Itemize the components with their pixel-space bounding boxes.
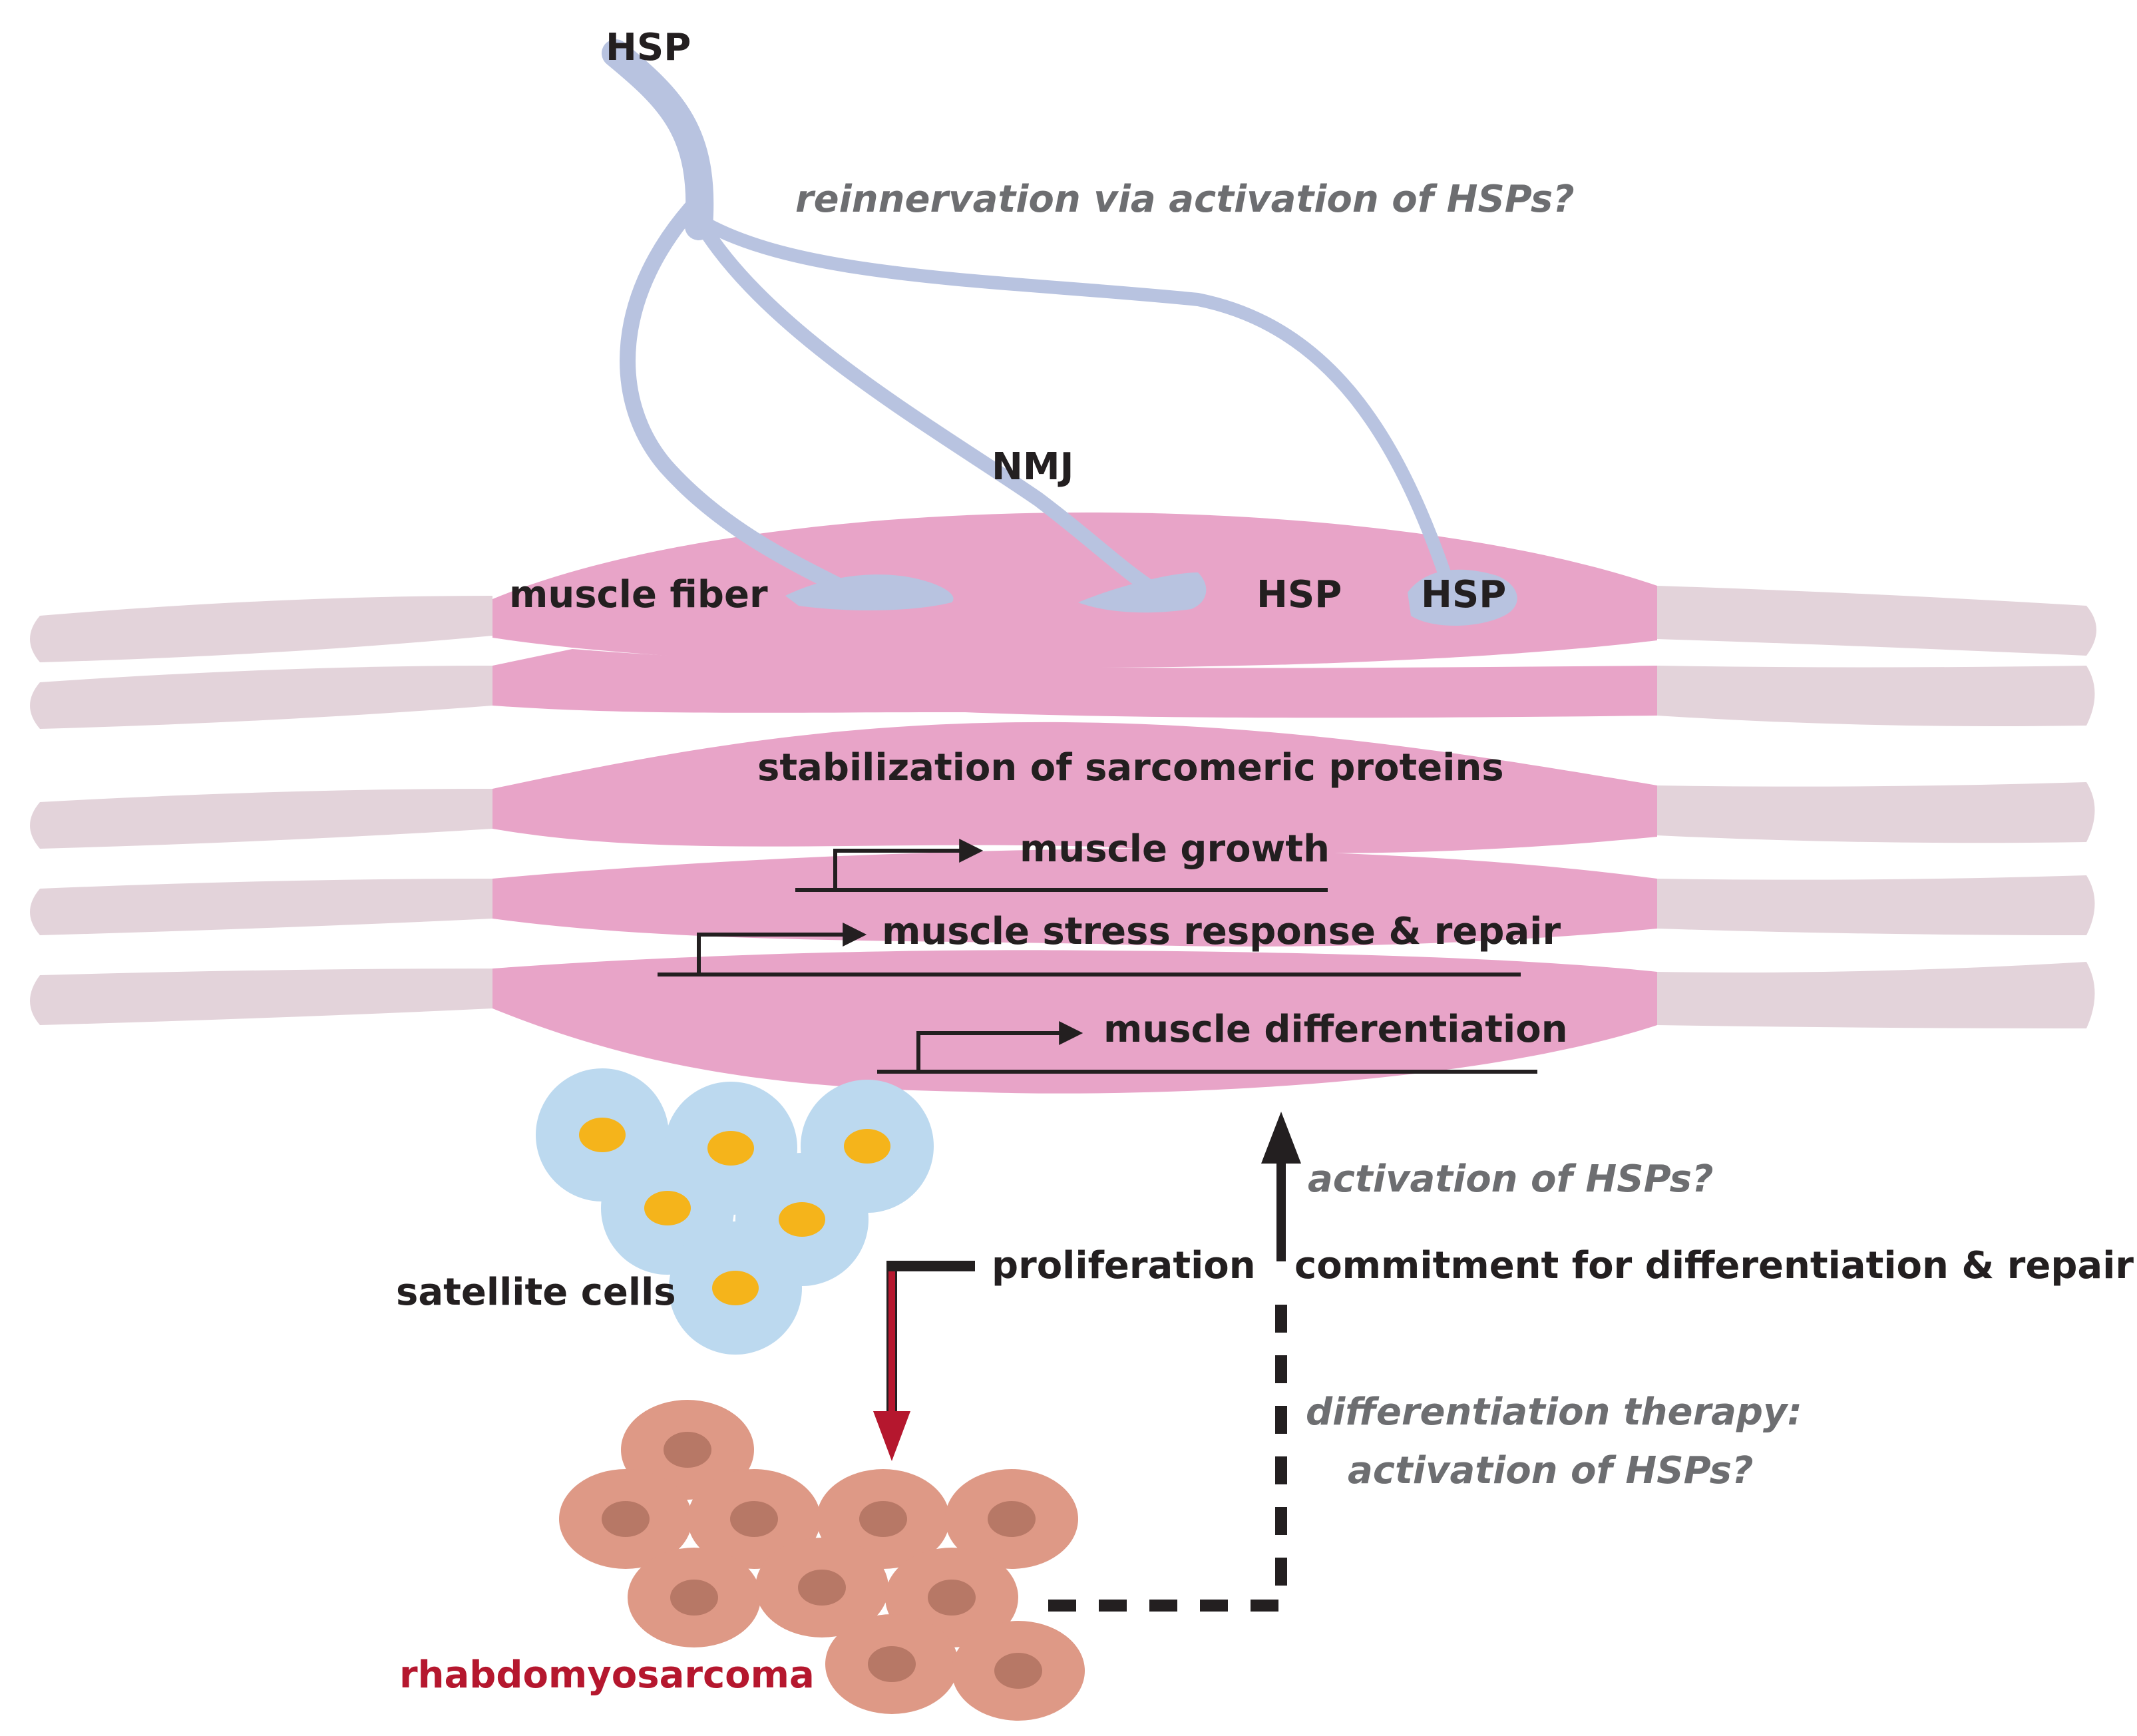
satellite-nucleus <box>779 1202 825 1237</box>
tumor-nucleus <box>859 1501 907 1537</box>
hsp-fiber-label-1: HSP <box>1257 573 1342 616</box>
hsp-fiber-label-2: HSP <box>1421 573 1506 616</box>
stress-response-label: muscle stress response & repair <box>882 910 1561 953</box>
therapy-dashed-path <box>1048 1285 1287 1612</box>
nmj-terminal-2 <box>1078 572 1207 613</box>
therapy-label-line2: activation of HSPs? <box>1348 1449 1753 1492</box>
muscle-fiber-label: muscle fiber <box>509 573 768 616</box>
muscle-fiber-4 <box>492 849 1657 947</box>
tendon-left-3 <box>30 789 492 849</box>
red-arrow-head <box>873 1411 910 1461</box>
satellite-cells <box>536 1068 934 1355</box>
tendon-right-2 <box>1657 666 2095 726</box>
nerve-branch-middle <box>691 212 1165 600</box>
tendon-right-4 <box>1657 875 2095 935</box>
hsp-top-label: HSP <box>606 26 691 69</box>
proliferation-bracket <box>886 1261 975 1411</box>
tumor-nucleus <box>988 1501 1036 1537</box>
satellite-nucleus <box>712 1271 759 1305</box>
nerve-branch-right <box>692 213 1451 579</box>
labels: HSP reinnervation via activation of HSPs… <box>396 26 2134 1697</box>
nmj-label: NMJ <box>992 445 1073 489</box>
muscle-fiber-2 <box>492 649 1657 718</box>
tumor-nucleus <box>730 1501 778 1537</box>
muscle-fiber-3 <box>492 722 1657 853</box>
commitment-label: commitment for differentiation & repair <box>1294 1244 2134 1287</box>
tumor-cells <box>559 1400 1085 1721</box>
differentiation-arrow <box>916 1021 1083 1072</box>
commitment-arrow-head <box>1261 1112 1301 1164</box>
tendons <box>30 586 2096 1028</box>
tendon-left-1 <box>30 596 492 662</box>
tumor-nucleus <box>798 1570 846 1606</box>
tendon-left-2 <box>30 666 492 729</box>
differentiation-label: muscle differentiation <box>1103 1008 1568 1051</box>
activation-hsps-label: activation of HSPs? <box>1308 1158 1713 1201</box>
muscle-growth-label: muscle growth <box>1020 827 1330 871</box>
tendon-left-5 <box>30 969 492 1025</box>
nmj-terminal-1 <box>785 574 954 610</box>
nerve-branch-left <box>620 192 853 597</box>
proliferation-connector <box>873 1261 975 1461</box>
tumor-nucleus <box>602 1501 650 1537</box>
reinnervation-label: reinnervation via activation of HSPs? <box>795 178 1575 221</box>
satellite-nucleus <box>644 1191 691 1225</box>
tumor-nucleus <box>868 1646 916 1682</box>
nmj-terminals <box>785 569 1517 626</box>
nerve-trunk <box>602 39 714 240</box>
tumor-nucleus <box>664 1432 711 1468</box>
growth-arrow <box>833 839 984 890</box>
rhabdomyosarcoma-label: rhabdomyosarcoma <box>399 1653 815 1697</box>
proliferation-label: proliferation <box>992 1244 1256 1287</box>
satellite-nucleus <box>579 1118 626 1152</box>
commitment-connector <box>1048 1112 1301 1612</box>
gene-arrows <box>658 839 1537 1074</box>
stabilization-label: stabilization of sarcomeric proteins <box>757 746 1504 789</box>
nmj-terminal-3 <box>1408 569 1517 626</box>
tendon-right-5 <box>1657 962 2095 1028</box>
nerve <box>602 39 1451 600</box>
satellite-cells-label: satellite cells <box>396 1271 676 1314</box>
therapy-label-line1: differentiation therapy: <box>1306 1391 1802 1434</box>
stress-arrow <box>697 923 867 975</box>
tumor-nucleus <box>670 1580 718 1616</box>
tumor-nucleus <box>994 1653 1042 1689</box>
tumor-nucleus <box>928 1580 976 1616</box>
tendon-right-1 <box>1657 586 2096 656</box>
tendon-left-4 <box>30 879 492 935</box>
satellite-nucleus <box>707 1131 754 1166</box>
tendon-right-3 <box>1657 782 2095 843</box>
satellite-nucleus <box>844 1129 890 1164</box>
